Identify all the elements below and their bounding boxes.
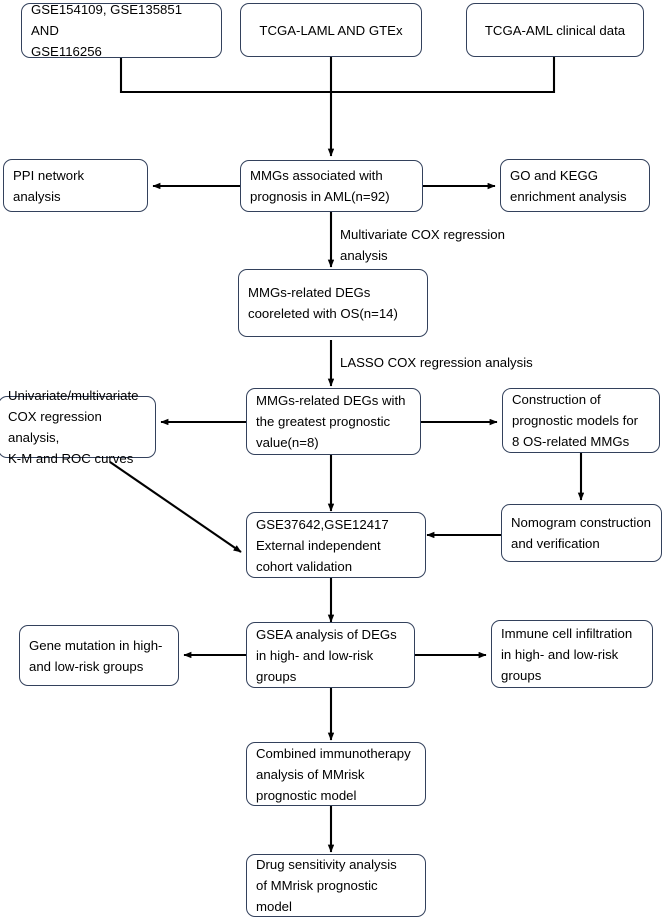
node-label: MMGs-related DEGs with the greatest prog… — [256, 393, 406, 450]
node-ppi-network[interactable]: PPI network analysis — [3, 159, 148, 212]
node-label: MMGs associated with prognosis in AML(n=… — [250, 168, 390, 204]
edge-tcga-aml-to-bus — [331, 57, 556, 94]
node-label: Nomogram construction and verification — [511, 515, 651, 551]
edge-gse-to-bus — [119, 58, 331, 94]
node-gsea-analysis[interactable]: GSEA analysis of DEGs in high- and low-r… — [246, 622, 415, 688]
node-univariate-cox[interactable]: Univariate/multivariate COX regression a… — [0, 388, 156, 466]
node-label: TCGA-LAML AND GTEx — [259, 22, 403, 38]
node-label: GSE37642,GSE12417 External independent c… — [256, 516, 389, 574]
node-label: Gene mutation in high- and low-risk grou… — [29, 637, 163, 674]
edge-label-text: LASSO COX regression analysis — [340, 355, 533, 370]
node-mmgs-degs-os[interactable]: MMGs-related DEGs cooreleted with OS(n=1… — [238, 269, 428, 337]
node-tcga-aml-clinical[interactable]: TCGA-AML clinical data — [466, 3, 644, 57]
node-label: TCGA-AML clinical data — [484, 22, 626, 38]
node-nomogram[interactable]: Nomogram construction and verification — [501, 504, 662, 562]
node-label: Immune cell infiltration in high- and lo… — [501, 625, 633, 683]
node-immune-infiltration[interactable]: Immune cell infiltration in high- and lo… — [491, 620, 653, 688]
node-label: PPI network analysis — [13, 167, 85, 204]
edge-label-multivariate-cox: Multivariate COX regression analysis — [340, 224, 505, 266]
node-construction-models[interactable]: Construction of prognostic models for 8 … — [502, 388, 660, 453]
node-label: GO and KEGG enrichment analysis — [510, 167, 627, 204]
node-gene-mutation[interactable]: Gene mutation in high- and low-risk grou… — [19, 625, 179, 686]
node-external-validation[interactable]: GSE37642,GSE12417 External independent c… — [246, 512, 426, 578]
node-tcga-laml-gtex[interactable]: TCGA-LAML AND GTEx — [240, 3, 422, 57]
node-combined-immunotherapy[interactable]: Combined immunotherapy analysis of MMris… — [246, 742, 426, 806]
node-label: MMGs-related DEGs cooreleted with OS(n=1… — [248, 285, 398, 321]
node-drug-sensitivity[interactable]: Drug sensitivity analysis of MMrisk prog… — [246, 854, 426, 917]
node-go-kegg[interactable]: GO and KEGG enrichment analysis — [500, 159, 650, 212]
node-label: Univariate/multivariate COX regression a… — [8, 388, 139, 466]
node-mmgs-degs-best[interactable]: MMGs-related DEGs with the greatest prog… — [246, 388, 421, 455]
node-gse-datasets[interactable]: GSE154109, GSE135851 AND GSE116256 — [21, 2, 222, 59]
edge-label-text: Multivariate COX regression analysis — [340, 227, 505, 263]
edge-univariate-to-validation — [109, 461, 242, 553]
edge-label-lasso-cox: LASSO COX regression analysis — [340, 352, 533, 373]
node-label: Drug sensitivity analysis of MMrisk prog… — [256, 857, 397, 914]
node-label: Construction of prognostic models for 8 … — [512, 392, 639, 449]
node-label: Combined immunotherapy analysis of MMris… — [256, 745, 411, 803]
node-label: GSEA analysis of DEGs in high- and low-r… — [256, 626, 397, 684]
node-label: GSE154109, GSE135851 AND GSE116256 — [31, 2, 183, 59]
node-mmgs-prognosis[interactable]: MMGs associated with prognosis in AML(n=… — [240, 160, 423, 212]
